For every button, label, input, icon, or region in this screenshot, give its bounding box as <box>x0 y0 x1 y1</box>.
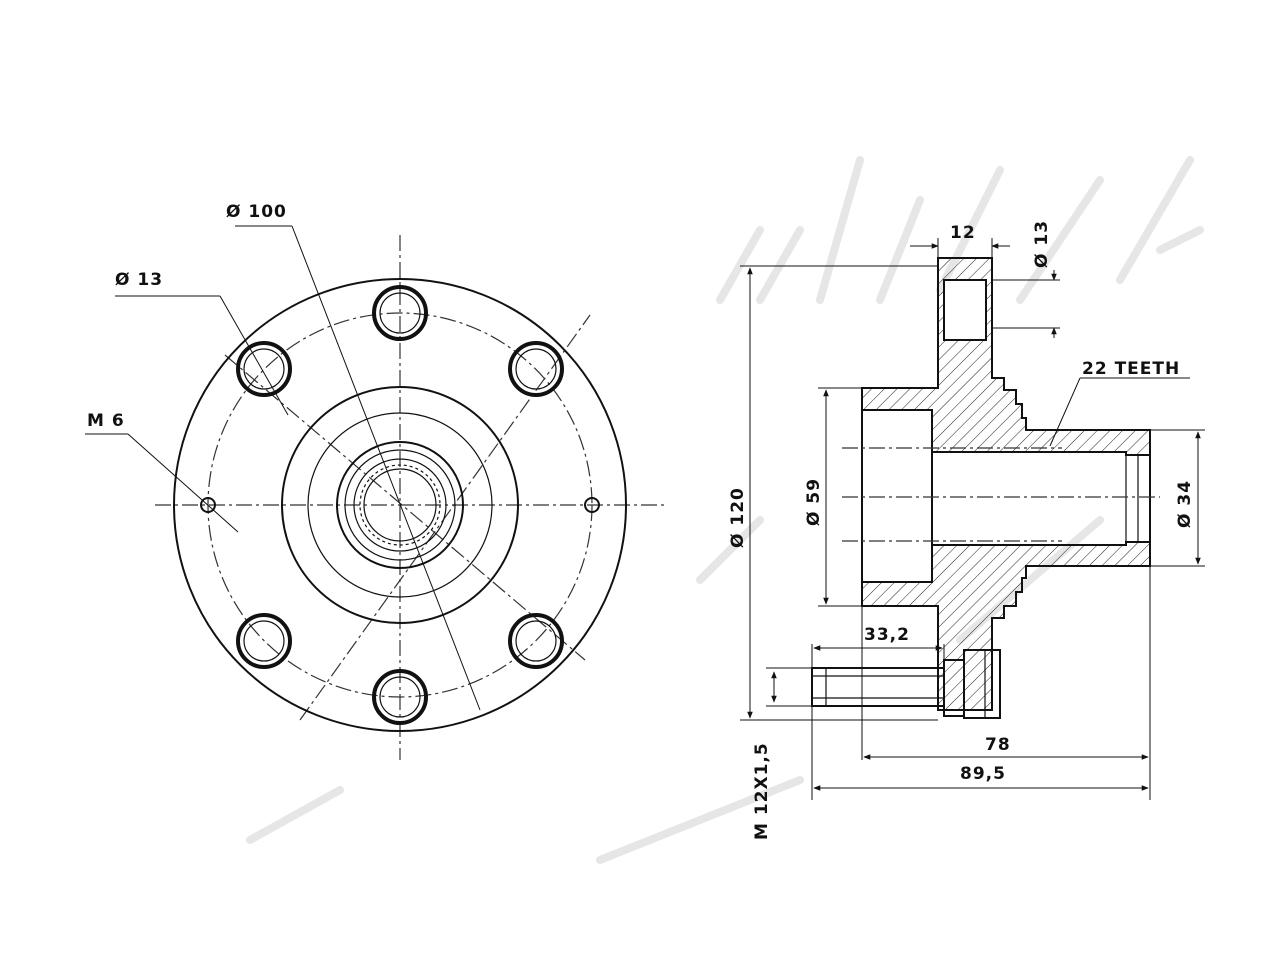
stud-bore <box>943 279 987 341</box>
threaded-hole-left <box>200 497 216 513</box>
front-view: Ø 100 Ø 13 M 6 <box>85 202 665 760</box>
spline-ring-2 <box>353 458 447 552</box>
watermark <box>246 156 1204 864</box>
side-view: 12 Ø 13 22 TEETH Ø 120 Ø 59 Ø 34 33,2 78… <box>728 220 1205 840</box>
wheel-stud <box>811 649 1001 719</box>
diagonal-centerline <box>299 314 591 721</box>
front-leaders <box>85 225 481 711</box>
dim-hub-dia-label: Ø 59 <box>804 478 824 526</box>
dim-teeth-label: 22 TEETH <box>1082 359 1180 379</box>
side-dimensions <box>740 238 1205 800</box>
dim-89-5-label: 89,5 <box>960 764 1006 784</box>
spline-ring <box>344 449 456 561</box>
dim-78-label: 78 <box>985 735 1011 755</box>
dim-stud-head-label: Ø 13 <box>1032 220 1052 268</box>
spline-teeth-circle <box>359 464 441 546</box>
dim-thread-hole-label: M 6 <box>87 411 125 431</box>
dim-pcd-label: Ø 100 <box>226 202 287 222</box>
threaded-hole-right <box>584 497 600 513</box>
stud-head <box>963 649 1001 719</box>
dim-flange-dia-label: Ø 120 <box>728 487 748 548</box>
dim-stud-thread-label: M 12X1,5 <box>752 742 772 840</box>
bolt-hole-upper-left <box>236 341 292 397</box>
diagonal-centerline-2 <box>224 354 586 661</box>
threaded-holes <box>200 497 600 513</box>
bolt-hole-upper-right <box>508 341 564 397</box>
dim-width-12-label: 12 <box>950 223 976 243</box>
spline-inner-circle <box>363 468 437 542</box>
dim-bolt-hole-label: Ø 13 <box>115 270 163 290</box>
bolt-holes <box>236 285 564 725</box>
bolt-hole-lower-left <box>236 613 292 669</box>
spline-outer-circle <box>336 441 464 569</box>
bolt-hole-bottom <box>372 669 428 725</box>
flange-outer-circle <box>173 278 627 732</box>
stud-shank <box>811 667 945 707</box>
hub-inner-circle <box>307 412 493 598</box>
bolt-hole-top <box>372 285 428 341</box>
bolt-hole-lower-right <box>508 613 564 669</box>
dim-spline-dia-label: Ø 34 <box>1175 480 1195 528</box>
dim-33-2-label: 33,2 <box>864 625 910 645</box>
hub-circle <box>281 386 519 624</box>
